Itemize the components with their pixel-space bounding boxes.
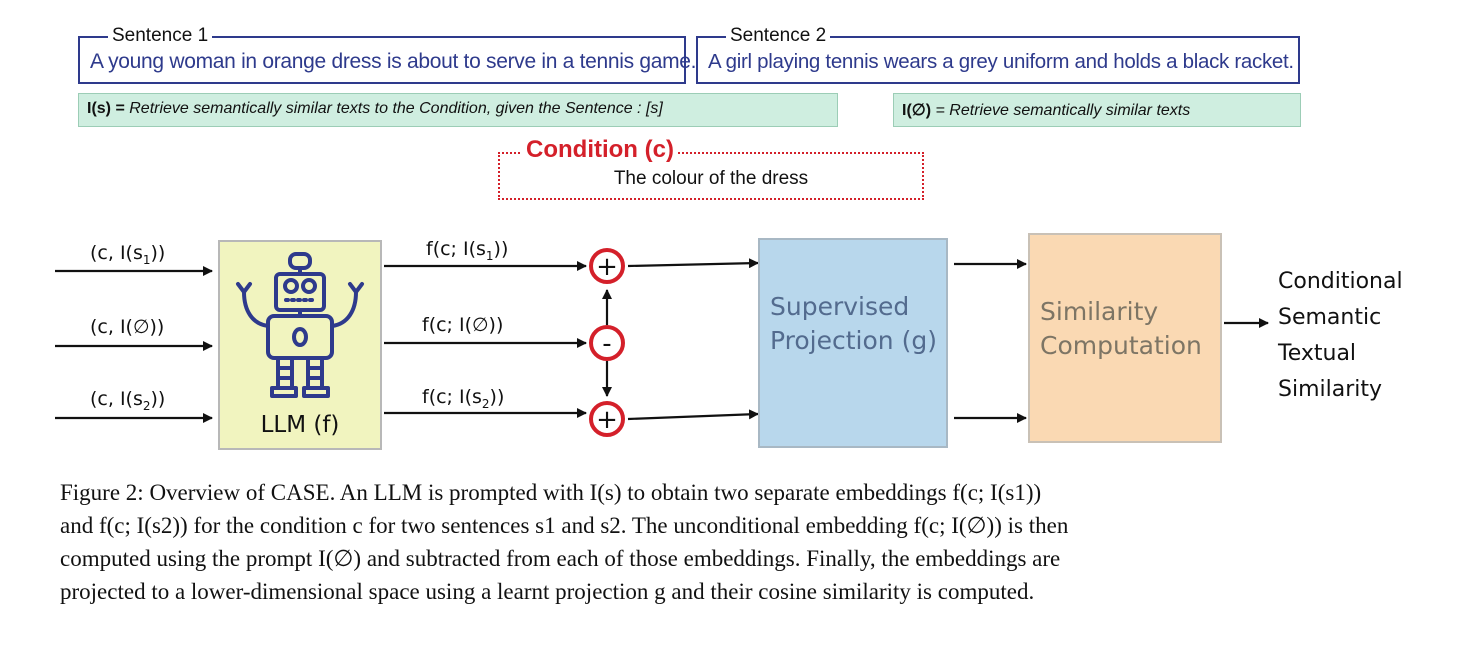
robot-icon xyxy=(236,252,364,398)
embedding-label-1: f(c; I(s1)) xyxy=(426,238,509,263)
plus-operator-top: + xyxy=(589,248,625,284)
projection-label: Supervised Projection (g) xyxy=(770,292,937,355)
embedding-label-3: f(c; I(s2)) xyxy=(422,386,505,411)
llm-label: LLM (f) xyxy=(260,412,340,438)
condition-box: Condition (c) The colour of the dress xyxy=(498,136,924,200)
prompt-empty-box: I(∅) = Retrieve semantically similar tex… xyxy=(893,93,1301,127)
caption-line-1: Figure 2: Overview of CASE. An LLM is pr… xyxy=(60,480,1042,505)
sentence-1-legend: Sentence 1 xyxy=(108,25,213,47)
caption-line-2: and f(c; I(s2)) for the condition c for … xyxy=(60,513,1069,538)
sum-1-arrow xyxy=(627,258,759,269)
prompt-sentence-key: I(s) = xyxy=(87,100,125,117)
sentence-1-text: A young woman in orange dress is about t… xyxy=(90,50,697,73)
llm-block: LLM (f) xyxy=(218,240,382,450)
sentence-2-box: Sentence 2 A girl playing tennis wears a… xyxy=(696,25,1300,84)
minus-operator: - xyxy=(589,325,625,361)
svg-text:+: + xyxy=(596,252,618,282)
sum-2-arrow xyxy=(627,409,759,421)
svg-text:-: - xyxy=(602,329,611,359)
similarity-label: Similarity Computation xyxy=(1040,297,1202,360)
prompt-sentence-box: I(s) = Retrieve semantically similar tex… xyxy=(78,93,838,127)
condition-title: Condition (c) xyxy=(522,136,678,164)
embedding-label-2: f(c; I(∅)) xyxy=(422,314,504,336)
prompt-empty-key: I(∅) xyxy=(902,102,932,119)
prompt-empty-text: = Retrieve semantically similar texts xyxy=(935,102,1191,119)
projection-block: Supervised Projection (g) xyxy=(758,238,948,448)
condition-value: The colour of the dress xyxy=(613,168,809,189)
plus-operator-bottom: + xyxy=(589,401,625,437)
input-label-3: (c, I(s2)) xyxy=(90,388,166,413)
input-label-1: (c, I(s1)) xyxy=(90,242,166,267)
input-label-2: (c, I(∅)) xyxy=(90,316,165,338)
prompt-sentence-text: Retrieve semantically similar texts to t… xyxy=(129,100,663,117)
figure-caption: Figure 2: Overview of CASE. An LLM is pr… xyxy=(60,476,1430,608)
caption-line-4: projected to a lower-dimensional space u… xyxy=(60,579,1035,604)
sentence-1-box: Sentence 1 A young woman in orange dress… xyxy=(78,25,697,84)
caption-line-3: computed using the prompt I(∅) and subtr… xyxy=(60,546,1061,571)
sentence-2-text: A girl playing tennis wears a grey unifo… xyxy=(708,50,1294,73)
output-label: Conditional Semantic Textual Similarity xyxy=(1278,269,1403,402)
similarity-block: Similarity Computation xyxy=(1028,233,1222,443)
sentence-2-legend: Sentence 2 xyxy=(726,25,831,47)
svg-text:+: + xyxy=(596,405,618,435)
